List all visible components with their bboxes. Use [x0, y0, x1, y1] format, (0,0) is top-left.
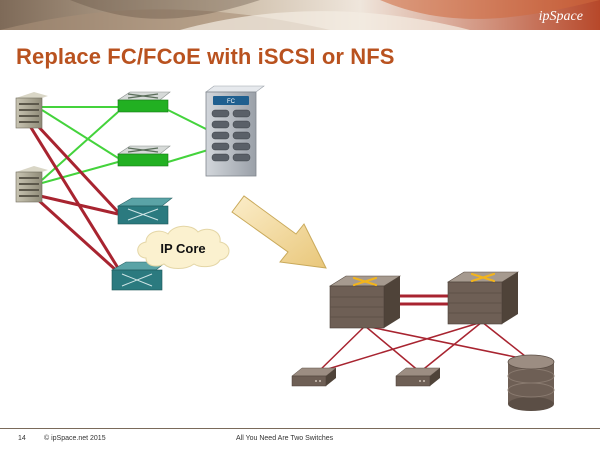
- lan-links: [41, 106, 209, 184]
- ip-core-cloud: IP Core: [137, 225, 230, 269]
- ethernet-link: [364, 325, 531, 361]
- core-switch-right: [446, 271, 520, 325]
- ip-core-label: IP Core: [160, 241, 205, 256]
- transition-arrow: [231, 195, 327, 269]
- san-link: [34, 196, 120, 274]
- fcoe-switch-top: [116, 197, 173, 225]
- san-link: [39, 194, 119, 216]
- fc-switch-bottom: [117, 145, 171, 167]
- lan-link: [167, 149, 209, 163]
- ethernet-link: [481, 321, 531, 361]
- server-top: [15, 92, 48, 129]
- ethernet-link: [419, 321, 483, 373]
- slide-title: Replace FC/FCoE with iSCSI or NFS: [16, 44, 395, 69]
- footer-divider: [0, 428, 600, 429]
- san-link: [28, 125, 120, 269]
- lan-link: [41, 111, 119, 181]
- copyright: © ipSpace.net 2015: [44, 435, 106, 442]
- storage-fc-label: FC: [227, 99, 236, 105]
- host-right: [395, 367, 441, 387]
- inter-switch-links: [398, 294, 450, 306]
- san-link: [34, 122, 120, 214]
- lan-link: [167, 109, 209, 131]
- header-banner: ipSpace: [0, 0, 600, 30]
- fc-switch-top: [117, 91, 171, 113]
- new-design-links: [317, 321, 531, 373]
- ethernet-link: [317, 321, 483, 373]
- lan-link: [41, 109, 119, 159]
- host-left: [291, 367, 337, 387]
- core-switch-left: [328, 275, 402, 329]
- ip-storage-icon: [507, 354, 555, 411]
- fc-storage-array: FC: [205, 85, 265, 177]
- server-bottom: [15, 166, 48, 203]
- page-number: 14: [18, 435, 26, 442]
- footer-tagline: All You Need Are Two Switches: [236, 435, 334, 442]
- ethernet-link: [317, 325, 366, 373]
- san-links: [28, 122, 120, 274]
- ipspace-logo: ipSpace: [539, 9, 583, 24]
